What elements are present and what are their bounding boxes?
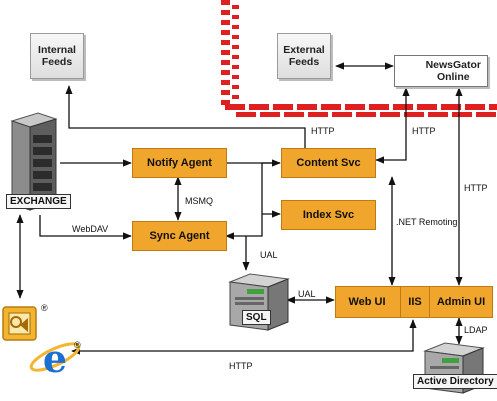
net-remoting-label: .NET Remoting — [396, 217, 458, 227]
sql-label: SQL — [242, 310, 271, 325]
notify-agent-box: Notify Agent — [132, 148, 227, 178]
http-top-label: HTTP — [311, 126, 335, 136]
outlook-registered-mark: ® — [41, 303, 48, 313]
external-feeds-label: External Feeds — [283, 43, 325, 68]
web-iis-admin-group: Web UI IIS Admin UI — [335, 286, 493, 318]
internal-feeds-node: Internal Feeds — [30, 33, 84, 79]
external-feeds-node: External Feeds — [277, 33, 331, 79]
line-exchange-sync — [39, 215, 132, 240]
outlook-icon — [2, 306, 37, 341]
iis-label: IIS — [408, 296, 422, 308]
newsgator-online-label: NewsGator Online — [425, 58, 481, 83]
sync-agent-box: Sync Agent — [132, 221, 227, 251]
sql-server-icon — [228, 273, 290, 331]
http-bottom-label: HTTP — [229, 361, 253, 371]
http-right-label: HTTP — [412, 126, 436, 136]
index-svc-box: Index Svc — [281, 200, 376, 230]
exchange-label: EXCHANGE — [6, 194, 71, 209]
internal-feeds-label: Internal Feeds — [38, 43, 76, 68]
content-svc-label: Content Svc — [296, 157, 361, 169]
ual-sql-label: UAL — [298, 289, 316, 299]
line-sync-content — [225, 162, 280, 240]
notify-agent-label: Notify Agent — [147, 157, 212, 169]
svg-text:e: e — [43, 336, 67, 381]
newsgator-online-node: NewsGator Online — [394, 55, 488, 87]
webdav-label: WebDAV — [72, 224, 109, 234]
iis-box: IIS — [400, 287, 430, 317]
exchange-server-icon — [10, 112, 58, 211]
ldap-label: LDAP — [464, 325, 488, 335]
msmq-label: MSMQ — [185, 196, 213, 206]
http-admin-label: HTTP — [464, 183, 488, 193]
ie-registered-mark: ® — [74, 340, 81, 350]
admin-ui-box: Admin UI — [430, 287, 492, 317]
internet-explorer-icon: e — [29, 336, 81, 381]
admin-ui-label: Admin UI — [436, 296, 486, 308]
active-directory-label: Active Directory — [413, 374, 497, 389]
web-ui-box: Web UI — [336, 287, 398, 317]
web-ui-label: Web UI — [348, 296, 386, 308]
line-newsgator-content — [375, 87, 410, 164]
content-svc-box: Content Svc — [281, 148, 376, 178]
ual-index-label: UAL — [260, 250, 278, 260]
sync-agent-label: Sync Agent — [149, 230, 210, 242]
line-ie-webui — [71, 319, 417, 355]
index-svc-label: Index Svc — [302, 209, 355, 221]
